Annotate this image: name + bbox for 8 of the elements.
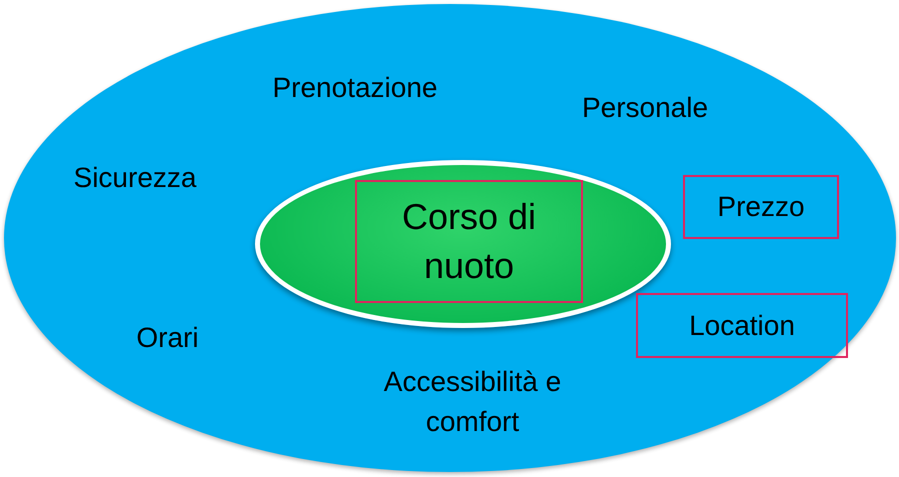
text-box: Corso di nuoto — [355, 180, 583, 303]
topic-label: Prenotazione — [271, 71, 438, 105]
topic-label: Orari — [135, 321, 200, 355]
text-box: Prezzo — [683, 175, 839, 239]
topic-label: Accessibilità e comfort — [382, 365, 562, 439]
topic-label: Sicurezza — [72, 161, 198, 195]
text-box: Location — [636, 293, 848, 358]
topic-label: Personale — [580, 91, 710, 125]
